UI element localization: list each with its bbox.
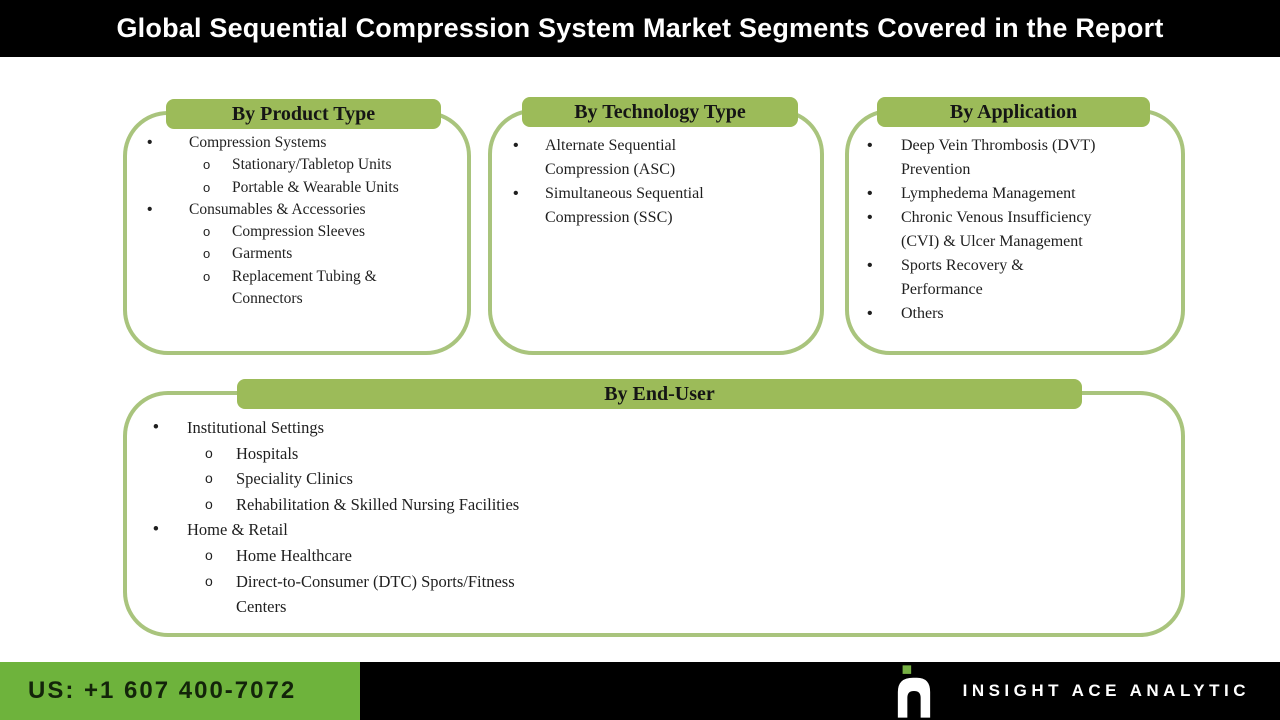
- list-item: •Lymphedema Management: [849, 182, 1181, 206]
- list-item: •Compression Systems: [127, 132, 467, 154]
- list-item: •Simultaneous Sequential Compression (SS…: [492, 182, 820, 230]
- list-item: •Sports Recovery & Performance: [849, 254, 1181, 302]
- footer-bar: US: +1 607 400-7072 INSIGHT ACE ANALYTIC: [0, 662, 1280, 720]
- list-item: •Others: [849, 302, 1181, 326]
- bullet-icon: •: [147, 200, 153, 218]
- bullet-icon: •: [147, 134, 153, 151]
- list-item: •Chronic Venous Insufficiency (CVI) & Ul…: [849, 206, 1181, 254]
- technology-type-header: By Technology Type: [522, 97, 798, 127]
- technology-type-list: •Alternate Sequential Compression (ASC) …: [492, 134, 820, 230]
- page-title: Global Sequential Compression System Mar…: [116, 13, 1164, 43]
- bullet-icon: •: [153, 520, 159, 539]
- brand-block: INSIGHT ACE ANALYTIC: [895, 662, 1250, 720]
- bullet-icon: •: [867, 137, 873, 154]
- list-item: •Deep Vein Thrombosis (DVT) Prevention: [849, 134, 1181, 182]
- circle-bullet-icon: o: [203, 268, 211, 284]
- bullet-icon: •: [867, 185, 873, 202]
- bullet-icon: •: [513, 137, 519, 154]
- application-box: By Application •Deep Vein Thrombosis (DV…: [845, 97, 1185, 355]
- end-user-header: By End-User: [237, 379, 1082, 409]
- technology-type-box: By Technology Type •Alternate Sequential…: [488, 97, 824, 355]
- circle-bullet-icon: o: [203, 179, 211, 195]
- circle-bullet-icon: o: [205, 572, 213, 589]
- bullet-icon: •: [867, 305, 873, 322]
- list-item: •Institutional Settings: [127, 415, 1181, 441]
- circle-bullet-icon: o: [203, 246, 211, 262]
- application-header: By Application: [877, 97, 1150, 127]
- circle-bullet-icon: o: [205, 444, 213, 461]
- bullet-icon: •: [153, 418, 159, 436]
- circle-bullet-icon: o: [205, 470, 213, 487]
- brand-name: INSIGHT ACE ANALYTIC: [962, 681, 1250, 700]
- circle-bullet-icon: o: [205, 495, 213, 512]
- circle-bullet-icon: o: [205, 546, 213, 563]
- bullet-icon: •: [867, 257, 873, 274]
- title-bar: Global Sequential Compression System Mar…: [0, 0, 1280, 57]
- bullet-icon: •: [513, 185, 519, 202]
- circle-bullet-icon: o: [203, 157, 211, 173]
- phone-block: US: +1 607 400-7072: [0, 662, 360, 720]
- list-item: •Home & Retail: [127, 517, 1181, 543]
- brand-logo-icon: [897, 665, 930, 718]
- list-item: •Consumables & Accessories: [127, 199, 467, 221]
- bullet-icon: •: [867, 209, 873, 226]
- list-item: •Alternate Sequential Compression (ASC): [492, 134, 820, 182]
- product-type-header: By Product Type: [166, 99, 441, 129]
- phone-number: US: +1 607 400-7072: [28, 677, 297, 704]
- circle-bullet-icon: o: [203, 224, 211, 240]
- application-list: •Deep Vein Thrombosis (DVT) Prevention •…: [849, 134, 1181, 326]
